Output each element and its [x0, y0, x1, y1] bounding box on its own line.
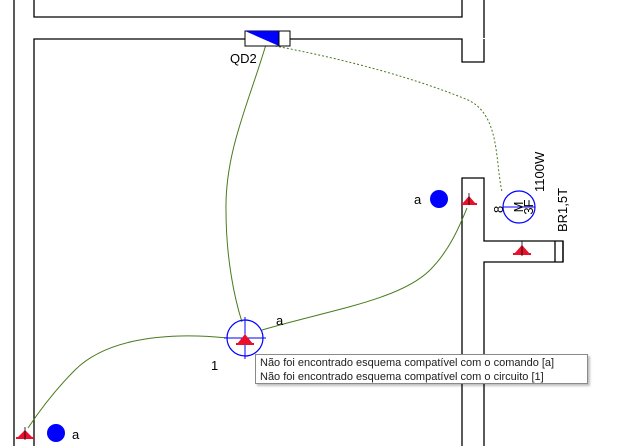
motor-symbol: M: [511, 202, 526, 213]
switch-bottom-dot-icon: [47, 424, 65, 442]
lamp[interactable]: a 1: [211, 313, 284, 373]
switch-bottom[interactable]: a: [16, 424, 80, 442]
panel-fill-icon: [245, 31, 279, 46]
switch-bottom-label: a: [72, 427, 80, 442]
panel-qd2[interactable]: QD2: [230, 30, 291, 66]
wires: [27, 40, 503, 429]
switch-top-dot-icon: [430, 190, 448, 208]
motor-phase: 3F: [521, 199, 536, 214]
wall-top-room: [33, 0, 463, 18]
panel-label: QD2: [230, 51, 257, 66]
walls: [13, 0, 564, 446]
wall-stub: [554, 241, 564, 262]
error-tooltip: Não foi encontrado esquema compatível co…: [255, 354, 588, 384]
switch-top-marker-icon: [461, 193, 477, 205]
switch-top[interactable]: a: [414, 190, 477, 208]
motor-power: 1100W: [532, 151, 547, 192]
motor-circuit: 8: [491, 206, 506, 213]
lamp-circuit-label: 1: [211, 358, 218, 373]
motor[interactable]: M 3F 1100W BR1,5T 8: [491, 151, 570, 256]
wire-panel-to-motor: [274, 45, 503, 193]
wire-lamp-to-switch-bottom: [27, 335, 229, 429]
lamp-marker-icon: [237, 334, 253, 344]
lamp-command-label: a: [276, 313, 284, 328]
motor-marker-icon: [513, 241, 531, 256]
wall-right-pillar: [461, 177, 564, 446]
switch-top-label: a: [414, 192, 422, 207]
tooltip-line-command: Não foi encontrado esquema compatível co…: [260, 357, 555, 369]
switch-bottom-marker-icon: [16, 427, 34, 440]
wall-main-outer: [33, 38, 485, 446]
tooltip-line-circuit: Não foi encontrado esquema compatível co…: [260, 371, 544, 383]
wire-lamp-to-switch: [261, 207, 468, 331]
motor-id: BR1,5T: [555, 188, 570, 232]
wire-panel-to-lamp: [225, 40, 268, 323]
